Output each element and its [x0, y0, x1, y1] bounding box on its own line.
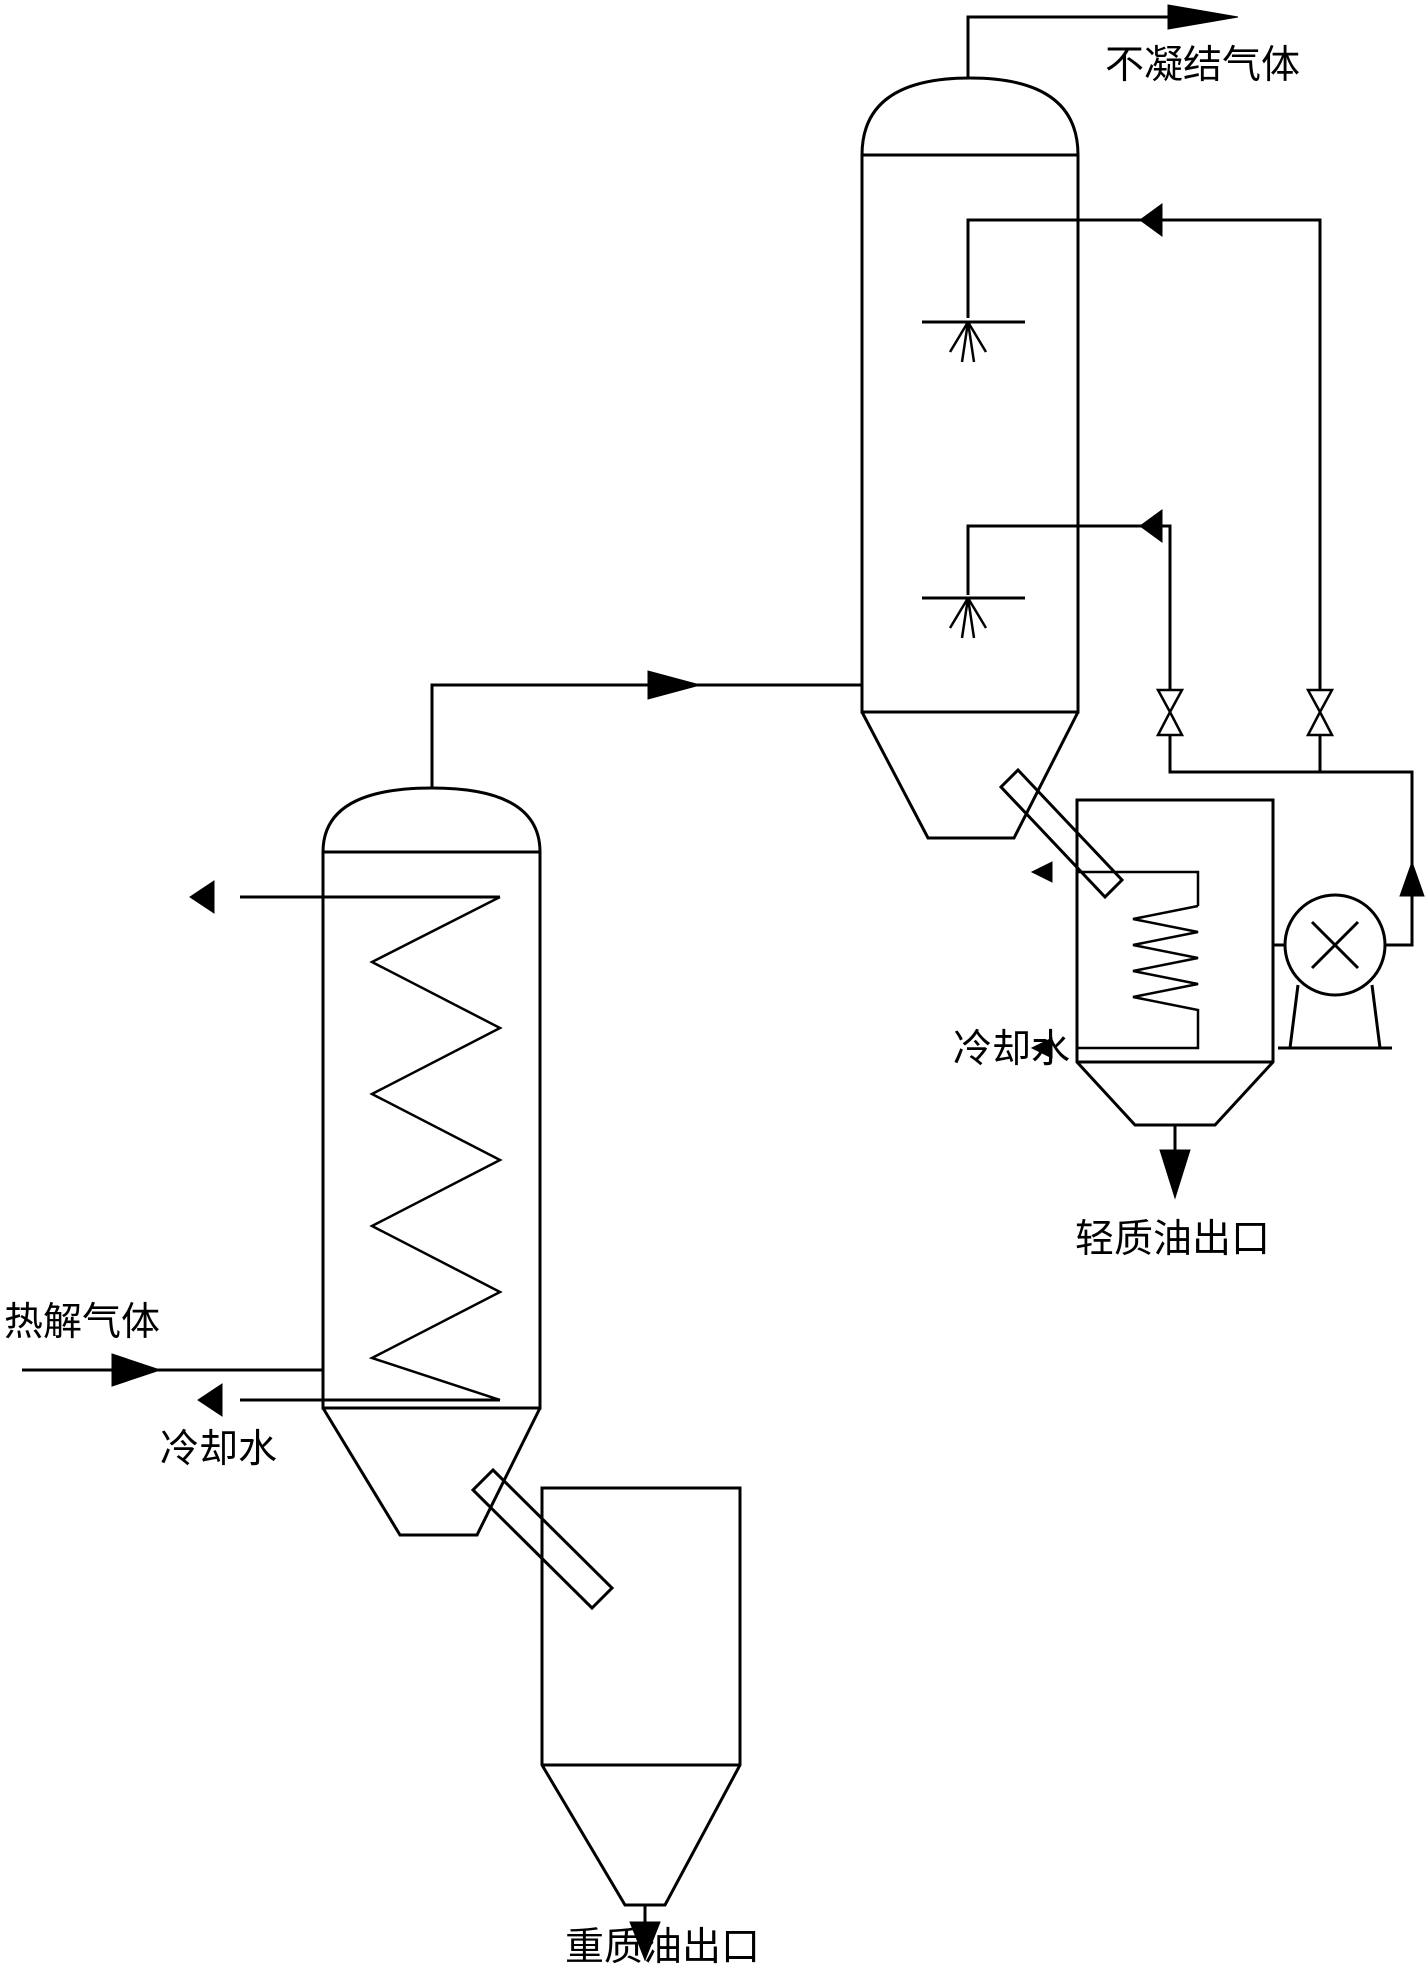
arrow-down-icon: [629, 1921, 661, 1962]
condenser-cooling-coil: [189, 880, 503, 1417]
condenser-tower: [321, 786, 542, 1537]
light-oil-outlet: [1159, 1125, 1191, 1200]
arrow-right-icon: [1167, 4, 1239, 30]
heavy-oil-outlet-label: 重质油出口: [565, 1925, 760, 1965]
arrow-right-icon: [647, 670, 702, 700]
pyrolysis-gas-inlet: [22, 1353, 323, 1387]
recirculation-header: [1168, 735, 1414, 947]
arrow-left-icon: [1139, 509, 1163, 543]
noncondensable-gas-outlet: [966, 4, 1239, 78]
arrow-right-icon: [111, 1353, 162, 1387]
arrow-left-icon: [1030, 1037, 1053, 1059]
spray-nozzle-upper: [922, 203, 1322, 690]
heavy-oil-tank: [540, 1486, 742, 1907]
arrow-left-icon: [1139, 203, 1163, 237]
arrow-left-icon: [197, 1383, 223, 1417]
pyrolysis-gas-label: 热解气体: [4, 1300, 160, 1345]
cooling-water-label-upper: 冷却水: [953, 1027, 1070, 1072]
light-oil-tank: [1075, 798, 1275, 1127]
gas-transfer-line: [430, 670, 862, 788]
light-oil-outlet-label: 轻质油出口: [1075, 1217, 1270, 1262]
arrow-left-icon: [189, 880, 215, 914]
light-oil-chute: [998, 767, 1125, 900]
arrow-down-icon: [1159, 1149, 1191, 1200]
heavy-oil-outlet: [629, 1905, 661, 1962]
noncondensable-gas-label: 不凝结气体: [1105, 43, 1300, 88]
circulation-pump: [1273, 893, 1392, 1050]
valve-right: [1305, 688, 1335, 737]
arrow-up-icon: [1399, 860, 1425, 897]
spray-nozzle-lower: [922, 509, 1172, 690]
light-oil-cooling-coil: [1030, 861, 1200, 1059]
valve-left: [1155, 688, 1185, 737]
heavy-oil-chute: [470, 1467, 615, 1611]
arrow-left-icon: [1030, 861, 1053, 883]
spray-tower: [860, 76, 1080, 840]
cooling-water-label-lower: 冷却水: [160, 1427, 277, 1472]
